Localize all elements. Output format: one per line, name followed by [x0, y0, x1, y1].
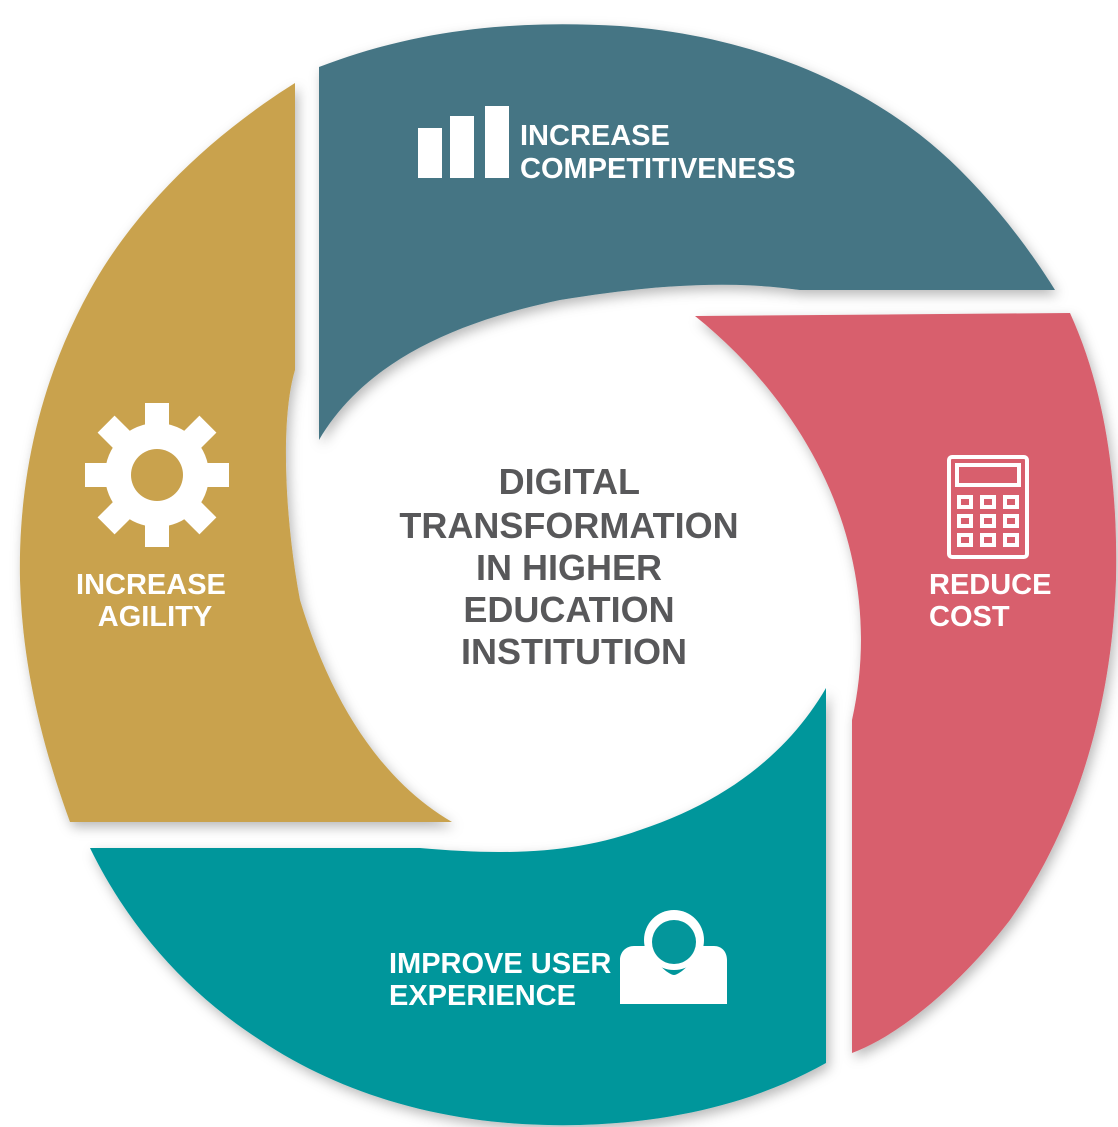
bar-chart-icon: [418, 106, 509, 178]
segment-user-experience-line-1: IMPROVE USER: [389, 948, 611, 980]
segment-user-experience-shape: [90, 688, 826, 1126]
segment-competitiveness: INCREASE COMPETITIVENESS: [319, 24, 1055, 440]
segment-user-experience-line-2: EXPERIENCE: [389, 980, 576, 1012]
segment-agility-shape: [19, 83, 453, 822]
segment-competitiveness-line-2: COMPETITIVENESS: [520, 153, 796, 185]
user-icon: [620, 910, 727, 1004]
center-title-line-3: IN HIGHER: [476, 547, 662, 588]
center-title: DIGITAL TRANSFORMATION IN HIGHER EDUCATI…: [399, 461, 748, 672]
segment-agility-line-1: INCREASE: [76, 569, 226, 601]
segment-cost-line-2: COST: [929, 601, 1010, 633]
svg-text:REDUCE COST: REDUCE COST: [929, 569, 1060, 633]
calculator-icon: [947, 455, 1029, 559]
svg-text:IMPROVE USER EXPERIENCE: IMPROVE USER EXPERIENCE: [389, 948, 619, 1012]
gear-icon: [85, 403, 229, 547]
center-title-line-2: TRANSFORMATION: [399, 505, 738, 546]
svg-text:INCREASE AGILITY: INCREASE AGILITY: [76, 569, 234, 633]
segment-user-experience: IMPROVE USER EXPERIENCE: [90, 688, 826, 1126]
svg-text:INCREASE COMPETITIVENESS: INCREASE COMPETITIVENESS: [520, 120, 796, 185]
segment-agility-line-2: AGILITY: [98, 601, 212, 633]
segment-competitiveness-line-1: INCREASE: [520, 120, 670, 152]
segment-cost: REDUCE COST: [695, 313, 1117, 1053]
center-title-line-1: DIGITAL: [499, 461, 640, 502]
segment-cost-line-1: REDUCE: [929, 569, 1051, 601]
center-title-line-4: EDUCATION: [463, 589, 674, 630]
segment-agility: INCREASE AGILITY: [19, 83, 453, 822]
center-title-line-5: INSTITUTION: [461, 631, 687, 672]
